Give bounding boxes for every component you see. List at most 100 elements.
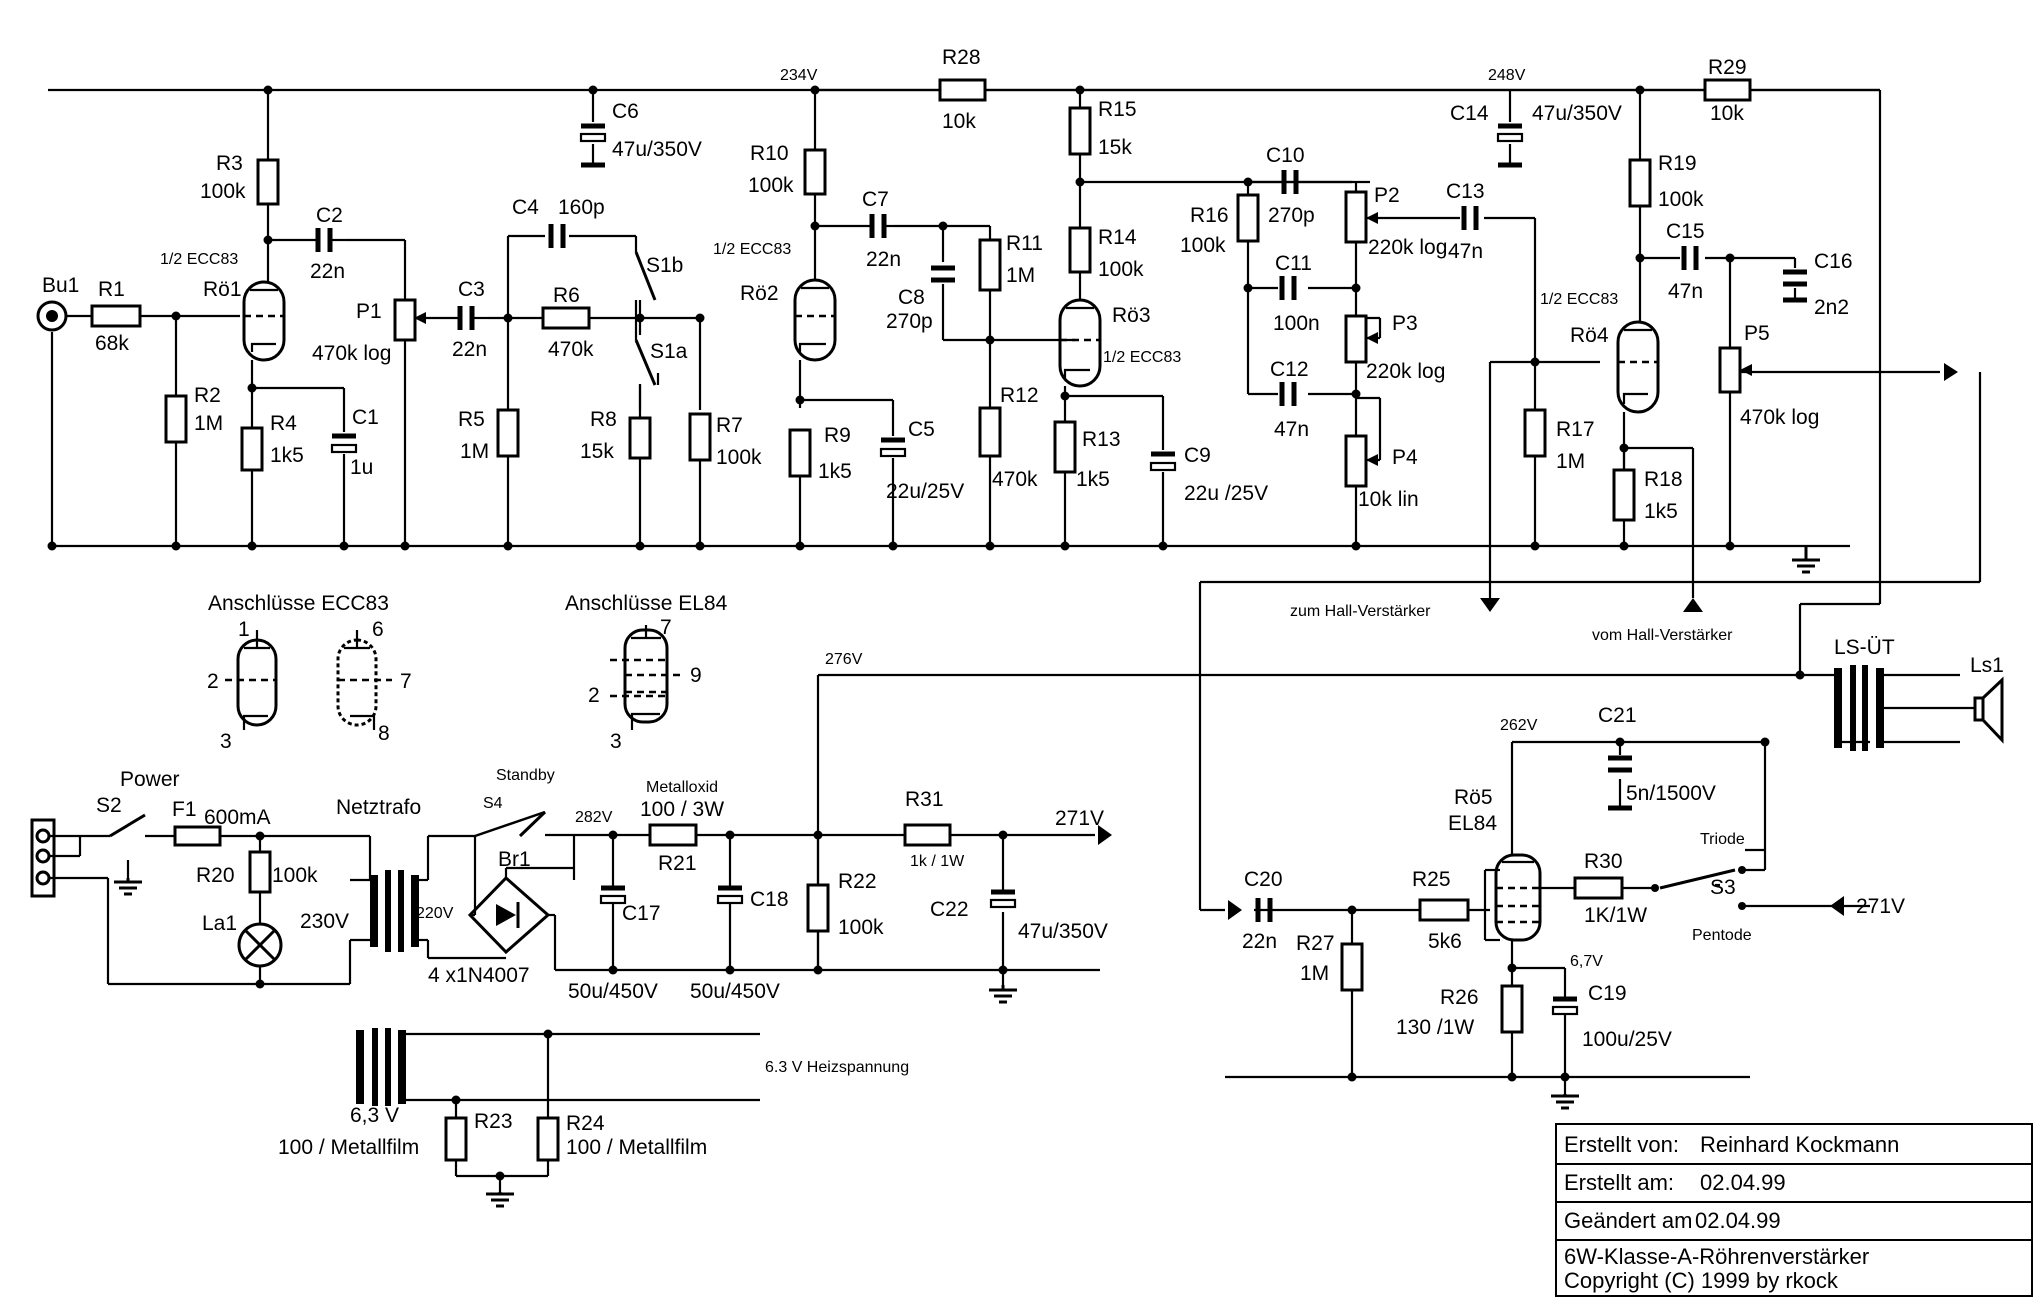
label-r25-value: 5k6 [1428,930,1462,953]
label-r9: R9 [824,424,851,447]
pin-8: 8 [378,722,390,745]
copyright: Copyright (C) 1999 by rkock [1564,1268,1839,1293]
label-r3: R3 [216,152,243,175]
label-c5-value: 22u/25V [886,480,964,503]
label-r21-value: 100 / 3W [640,798,724,821]
switch-s3 [1651,850,1767,910]
label-r13-value: 1k5 [1076,468,1110,491]
label-c7: C7 [862,188,889,211]
label-p5-value: 470k log [1740,406,1819,429]
label-ro2: Rö2 [740,282,779,305]
label-el84: EL84 [1448,812,1497,835]
resistor-r8 [628,416,652,460]
label-r16: R16 [1190,204,1229,227]
label-c4-value: 160p [558,196,605,219]
voltage-276v: 276V [825,651,863,668]
label-standby: Standby [496,767,555,784]
label-r15-value: 15k [1098,136,1132,159]
label-r5: R5 [458,408,485,431]
label-ro4: Rö4 [1570,324,1609,347]
label-p5: P5 [1744,322,1770,345]
project-title: 6W-Klasse-A-Röhrenverstärker [1564,1244,1869,1269]
label-c11: C11 [1275,252,1312,275]
label-triode: Triode [1700,831,1745,848]
label-c22-value: 47u/350V [1018,920,1108,943]
transformer-netztrafo [350,870,428,952]
label-r17-value: 1M [1556,450,1585,473]
resistor-r6 [541,306,591,330]
note-zum-hall: zum Hall-Verstärker [1290,603,1431,620]
arrow-into-c20 [1228,900,1242,920]
created-by-value: Reinhard Kockmann [1700,1132,1899,1157]
pot-p1 [393,298,417,342]
pin-3: 3 [220,730,232,753]
resistor-r30 [1573,876,1624,900]
resistor-r22 [806,883,830,933]
changed-label: Geändert am [1564,1208,1692,1233]
tube-ro2 [793,278,837,362]
label-c11-value: 100n [1273,312,1320,335]
label-r14-value: 100k [1098,258,1144,281]
label-c13-value: 47n [1448,240,1483,263]
resistor-r23 [444,1116,468,1162]
resistors [90,78,1752,1162]
label-c2: C2 [316,204,343,227]
resistor-r13 [1053,420,1077,474]
voltage-234v: 234V [780,67,818,84]
label-c9: C9 [1184,444,1211,467]
label-p3: P3 [1392,312,1418,335]
label-c13: C13 [1446,180,1485,203]
resistor-r16 [1236,193,1260,243]
resistor-r15 [1068,106,1092,156]
resistor-r10 [803,148,827,196]
pot-p3 [1344,314,1368,364]
label-c8-value: 270p [886,310,933,333]
label-s3: S3 [1710,876,1736,899]
label-r15: R15 [1098,98,1137,121]
label-r24: R24 [566,1112,605,1135]
resistor-r14 [1068,226,1092,274]
label-r4: R4 [270,412,297,435]
label-r1: R1 [98,278,125,301]
voltage-282v: 282V [575,809,613,826]
label-r10-value: 100k [748,174,794,197]
label-c21-value: 5n/1500V [1626,782,1716,805]
label-c10: C10 [1266,144,1305,167]
label-c15-value: 47n [1668,280,1703,303]
arrow-zum-hall [1480,598,1500,612]
label-c17-value: 50u/450V [568,980,658,1003]
el84-pin-3: 3 [610,730,622,753]
title-block: Erstellt von: Reinhard Kockmann Erstellt… [1555,1123,2033,1297]
arrow-271v-in [1830,896,1844,916]
label-c3-value: 22n [452,338,487,361]
resistor-r19 [1628,158,1652,208]
label-r11: R11 [1006,232,1043,255]
label-p4: P4 [1392,446,1418,469]
voltage-271v-in: 271V [1856,895,1905,918]
label-s1a: S1a [650,340,688,363]
label-p2-value: 220k log [1368,236,1447,259]
tubes [225,278,1660,942]
arrow-271v-out [1098,825,1112,845]
label-r19-value: 100k [1658,188,1704,211]
label-r22: R22 [838,870,877,893]
voltage-6-3v: 6,3 V [350,1104,399,1127]
resistor-r18 [1612,468,1636,522]
label-br1: Br1 [498,848,531,871]
label-r16-value: 100k [1180,234,1226,257]
label-r24-value: 100 / Metallfilm [566,1136,707,1159]
annotations: 234V 248V 276V 282V 271V 271V 262V 6,7V … [207,67,1905,1127]
label-r28-value: 10k [942,110,976,133]
arrow-vom-hall [1683,598,1703,612]
switch-s2 [109,813,146,838]
el84-pin-7: 7 [660,616,672,639]
label-c16-value: 2n2 [1814,296,1849,319]
resistor-r24 [536,1116,560,1162]
junction-dots [47,85,1805,1181]
label-r6: R6 [553,284,580,307]
label-c12: C12 [1270,358,1309,381]
label-metalloxid: Metalloxid [646,779,718,796]
el84-pin-2: 2 [588,684,600,707]
label-r1-value: 68k [95,332,129,355]
label-c8: C8 [898,286,925,309]
